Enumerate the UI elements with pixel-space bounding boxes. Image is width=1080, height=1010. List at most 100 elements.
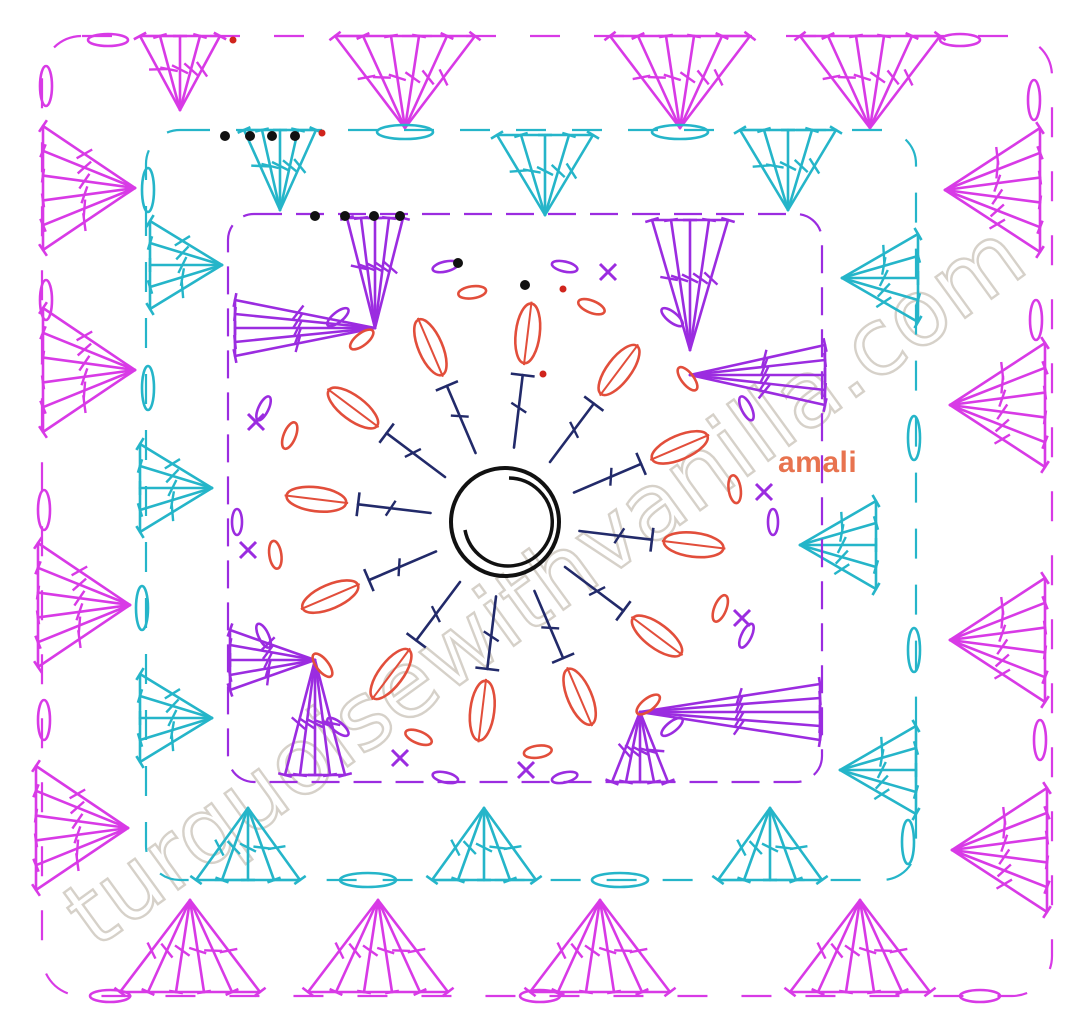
round-4-shell-left [135, 437, 214, 539]
puff-stitch [468, 678, 496, 743]
double-crochet [638, 690, 822, 714]
double-crochet [688, 217, 717, 352]
chain-stitch [900, 818, 916, 866]
round-4-shell-right [798, 494, 881, 596]
start-markers [220, 36, 567, 378]
round-3-chain-frame [226, 212, 824, 784]
double-crochet [644, 216, 692, 352]
puff-stitch [326, 386, 380, 430]
chain-stitch [457, 284, 488, 300]
double-crochet [227, 658, 317, 683]
chain-stitch [325, 716, 350, 738]
double-crochet [533, 589, 575, 665]
puff-stitch [514, 301, 542, 366]
puff-stitch [369, 647, 413, 701]
round-4-shell-bottom [711, 806, 829, 886]
chain-stitch [766, 507, 780, 537]
single-crochet [390, 748, 410, 768]
chain-stitch [550, 770, 579, 785]
double-crochet [543, 130, 600, 217]
double-crochet [688, 216, 736, 352]
round-4-shell-right [840, 227, 923, 329]
round-4-shell-right [838, 719, 921, 821]
slip-stitch-dot [245, 131, 255, 141]
round-4-layer [134, 123, 923, 889]
round-4-shell-top [490, 130, 600, 217]
puff-stitch [649, 429, 710, 465]
single-crochet [238, 540, 258, 560]
double-crochet [638, 676, 823, 714]
chain-stitch [660, 716, 685, 738]
puff-stitch [284, 485, 349, 513]
slip-stitch-dot [220, 131, 230, 141]
round-4-shell-bottom [425, 806, 543, 886]
chain-stitch [906, 414, 922, 462]
slip-stitch-dot [290, 131, 300, 141]
start-point-dot [559, 285, 567, 293]
double-crochet [145, 214, 224, 267]
chain-stitch [36, 698, 52, 742]
chain-stitch [660, 306, 685, 328]
chain-stitch [1026, 78, 1042, 122]
puff-stitch [300, 579, 361, 615]
chain-stitch [36, 488, 52, 532]
double-crochet [232, 326, 377, 364]
chain-stitch [338, 871, 398, 889]
slip-stitch-dot [267, 131, 277, 141]
double-crochet [135, 667, 214, 720]
double-crochet [178, 31, 227, 112]
double-crochet [490, 130, 547, 217]
slip-stitch-dot [520, 280, 530, 290]
round-5-shell-bottom [783, 898, 937, 998]
double-crochet [563, 565, 632, 622]
slip-stitch-dot [340, 211, 350, 221]
double-crochet [510, 372, 535, 449]
chain-stitch [676, 365, 699, 392]
round-5-shell-top [328, 30, 482, 130]
chain-stitch [230, 507, 244, 537]
round-4-shell-bottom [189, 806, 307, 886]
double-crochet [838, 740, 920, 772]
chain-stitch [522, 744, 553, 760]
double-crochet [362, 550, 438, 592]
double-crochet [425, 806, 486, 886]
chain-stitch [375, 123, 435, 141]
chain-stitch [737, 395, 755, 422]
double-crochet [638, 710, 823, 748]
chain-stitch [938, 32, 982, 48]
double-crochet [638, 710, 662, 785]
round-3-shell-top-right [644, 216, 736, 352]
double-crochet [838, 768, 921, 821]
single-crochet [246, 412, 266, 432]
chain-stitch [727, 474, 743, 505]
double-crochet [663, 217, 692, 352]
round-4-shell-top-corner [237, 125, 323, 212]
chain-stitch [1032, 718, 1048, 762]
round-3-shell-right-top [688, 337, 828, 413]
chain-stitch [906, 626, 922, 674]
round-5-shell-right [950, 781, 1052, 919]
chain-stitch [88, 988, 132, 1004]
chain-stitch [1028, 298, 1044, 342]
round-4-chain-frame [144, 128, 918, 882]
chain-stitch [86, 32, 130, 48]
chain-stitch [550, 259, 579, 274]
round-5-shell-top [793, 30, 947, 130]
chain-stitch [711, 593, 730, 623]
round-3-shell-left-top [232, 292, 377, 364]
double-crochet [355, 492, 432, 517]
chain-stitch [267, 539, 283, 570]
chain-stitch [576, 297, 606, 316]
round-4-shell-left [135, 667, 214, 769]
double-crochet [548, 395, 605, 464]
double-crochet [136, 716, 214, 748]
chain-stitch [38, 278, 54, 322]
start-point-dot [229, 36, 237, 44]
round-5-layer [31, 30, 1054, 1004]
double-crochet [353, 215, 377, 330]
round-1-layer [355, 372, 655, 672]
chain-stitch [140, 166, 156, 214]
round-5-chain-frame [40, 34, 1054, 998]
round-3-shell-bottom-right [605, 710, 675, 786]
double-crochet [638, 703, 822, 721]
